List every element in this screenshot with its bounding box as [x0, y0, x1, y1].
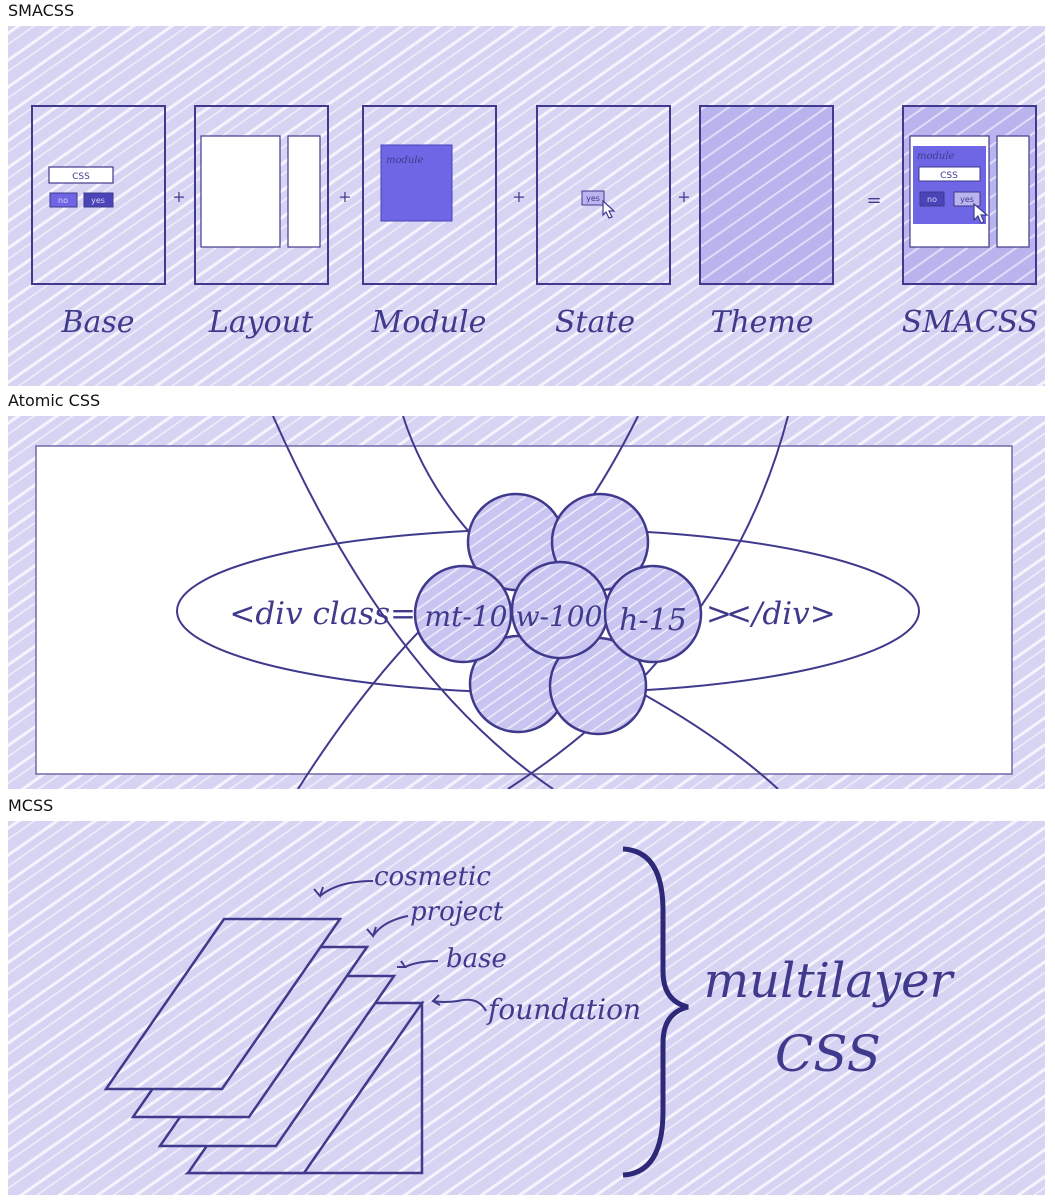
operator-plus-1: +	[172, 187, 185, 206]
layer-stack	[103, 917, 425, 1175]
smacss-diagram: CSS no yes Base + Layout + module Module…	[8, 26, 1045, 386]
base-css-label: CSS	[72, 172, 90, 182]
operator-plus-3: +	[512, 187, 525, 206]
label-layout: Layout	[208, 305, 314, 340]
atom-cluster	[413, 492, 703, 736]
class-h-15: h-15	[619, 603, 687, 638]
module-text: module	[386, 155, 424, 166]
layout-box	[194, 105, 329, 285]
label-theme: Theme	[710, 305, 813, 340]
div-close-bracket: >	[706, 596, 732, 632]
mcss-result-line2: CSS	[775, 1025, 881, 1083]
div-open-text: <div class=	[229, 596, 416, 632]
operator-equals: =	[866, 190, 881, 211]
state-box: yes	[536, 105, 671, 285]
mcss-result-line1: multilayer	[704, 953, 956, 1009]
label-state: State	[555, 305, 635, 340]
operator-plus-4: +	[677, 187, 690, 206]
class-w-100: w-100	[516, 600, 603, 633]
label-module: Module	[371, 305, 487, 340]
base-yes-label: yes	[91, 196, 105, 205]
label-smacss: SMACSS	[902, 305, 1038, 340]
atomic-css-diagram: <div class= mt-10 w-100 h-15 > </div>	[8, 416, 1045, 789]
result-module-text: module	[917, 151, 955, 162]
base-no-label: no	[58, 196, 68, 205]
pointer-hand-icon	[973, 202, 989, 224]
div-closing-tag: </div>	[726, 596, 836, 632]
layer-label-foundation: foundation	[486, 993, 641, 1026]
section-title-smacss: SMACSS	[8, 1, 75, 20]
state-yes-label: yes	[586, 194, 600, 203]
result-no-label: no	[927, 195, 937, 204]
layer-label-base: base	[446, 944, 507, 974]
section-title-atomic-css: Atomic CSS	[8, 391, 101, 410]
layer-label-project: project	[410, 897, 504, 927]
theme-box	[699, 105, 834, 285]
layer-arrows	[313, 880, 487, 1012]
pointer-hand-icon	[602, 199, 616, 219]
layer-label-cosmetic: cosmetic	[374, 862, 491, 892]
section-title-mcss: MCSS	[8, 796, 54, 815]
label-base: Base	[60, 305, 134, 340]
result-yes-label: yes	[960, 195, 974, 204]
module-box: module	[362, 105, 497, 285]
curly-brace	[622, 846, 689, 1178]
base-box: CSS no yes	[31, 105, 166, 285]
class-mt-10: mt-10	[425, 600, 508, 633]
operator-plus-2: +	[338, 187, 351, 206]
result-css-label: CSS	[940, 171, 958, 181]
mcss-diagram: cosmetic project base foundation multila…	[8, 821, 1045, 1195]
smacss-result-box: module CSS no yes	[902, 105, 1037, 285]
